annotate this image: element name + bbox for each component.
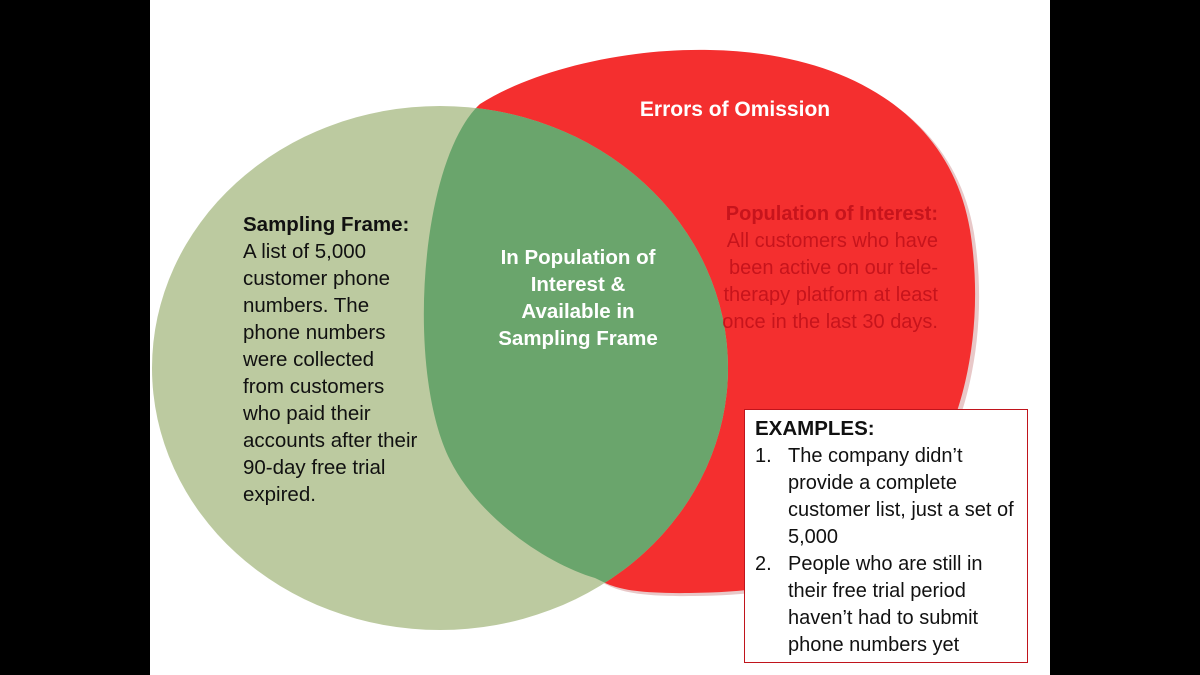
sampling-frame-description: A list of 5,000 customer phone numbers. …	[243, 240, 418, 506]
example-number-2: 2.	[755, 553, 772, 575]
example-item-2: 2. People who are still in their free tr…	[755, 551, 1017, 659]
sampling-frame-heading: Sampling Frame:	[243, 213, 410, 236]
examples-title: EXAMPLES:	[755, 417, 875, 440]
slide: Errors of Omission Sampling Frame: A lis…	[150, 0, 1050, 675]
sampling-frame-text: Sampling Frame: A list of 5,000 customer…	[243, 211, 418, 508]
intersection-region	[423, 106, 728, 594]
examples-box: EXAMPLES: 1. The company didn’t provide …	[744, 409, 1028, 663]
population-heading: Population of Interest:	[725, 203, 938, 225]
examples-list: 1. The company didn’t provide a complete…	[755, 443, 1017, 659]
intersection-label: In Population of Interest & Available in…	[498, 246, 658, 350]
example-item-1: 1. The company didn’t provide a complete…	[755, 443, 1017, 551]
errors-of-omission-label: Errors of Omission	[639, 98, 831, 121]
example-text-1: The company didn’t provide a complete cu…	[788, 445, 1014, 548]
example-number-1: 1.	[755, 445, 772, 467]
population-description: All customers who have been active on ou…	[722, 230, 938, 333]
population-text: Population of Interest: All customers wh…	[710, 201, 938, 336]
example-text-2: People who are still in their free trial…	[788, 553, 983, 656]
